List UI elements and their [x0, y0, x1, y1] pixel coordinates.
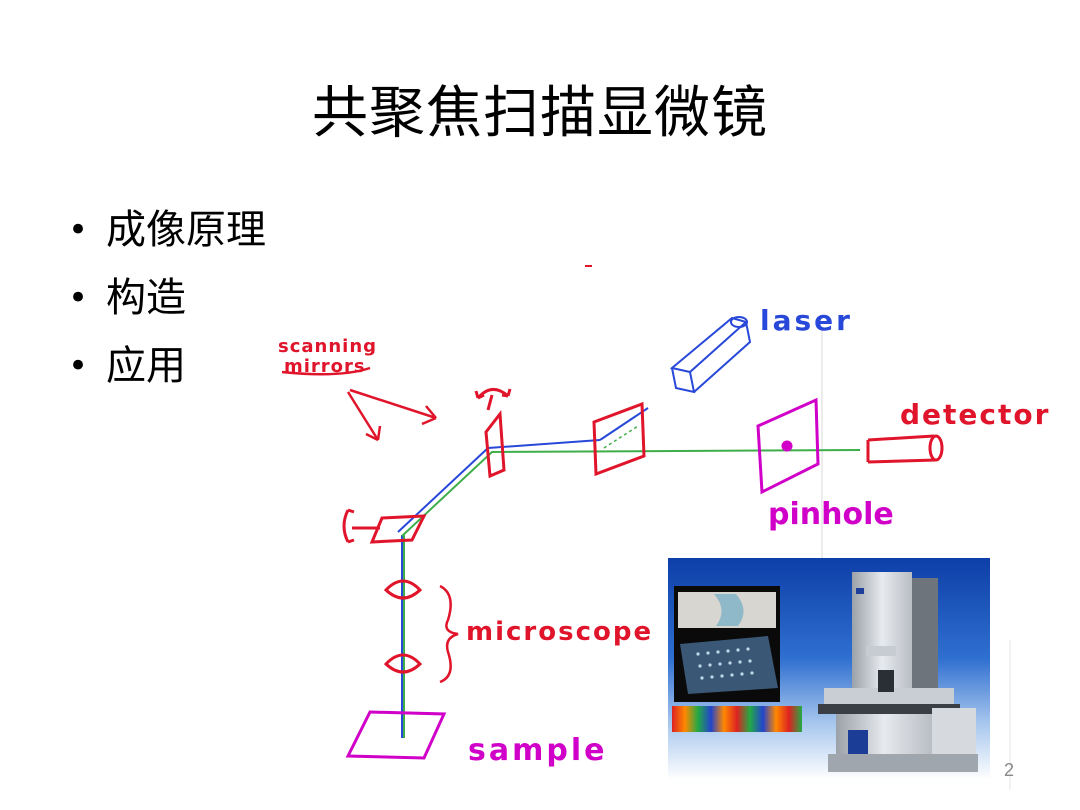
bullet-dot-icon: • — [68, 210, 89, 250]
confocal-microscope-photo — [668, 558, 990, 780]
sample-plane — [345, 710, 447, 760]
label-laser: laser — [760, 304, 853, 337]
scanning-label-arrows — [281, 366, 437, 442]
label-mirrors: mirrors — [284, 356, 366, 377]
bullet-label: 成像原理 — [106, 207, 266, 253]
detector — [866, 434, 944, 464]
label-sample: sample — [468, 733, 607, 768]
bullet-dot-icon: • — [68, 346, 89, 386]
bullet-dot-icon: • — [68, 278, 89, 318]
beamsplitter — [592, 401, 646, 477]
bullet-item-structure: • 构造 — [62, 264, 266, 332]
scanning-mirror-lower — [342, 508, 427, 544]
diagram-labels: laser scanning mirrors detector pinhole … — [278, 304, 1050, 768]
slide-title: 共聚焦扫描显微镜 — [312, 81, 768, 146]
bullet-label: 构造 — [106, 275, 186, 321]
label-scanning: scanning — [278, 336, 377, 357]
label-pinhole: pinhole — [768, 497, 894, 532]
laser-source — [669, 316, 752, 394]
label-microscope: microscope — [466, 617, 653, 647]
bullet-list: • 成像原理 • 构造 • 应用 — [62, 196, 266, 400]
microscope-lenses — [383, 579, 459, 684]
sample-images — [672, 586, 802, 732]
bullet-label: 应用 — [106, 343, 186, 389]
bullet-item-principle: • 成像原理 — [62, 196, 266, 264]
label-detector: detector — [900, 398, 1050, 431]
page-number: 2 — [1003, 760, 1014, 780]
scanning-mirror-upper — [474, 388, 512, 479]
microscope-instrument — [818, 572, 978, 772]
pinhole — [756, 397, 820, 495]
bullet-item-application: • 应用 — [62, 332, 266, 400]
brand-logo-icon — [856, 588, 864, 594]
